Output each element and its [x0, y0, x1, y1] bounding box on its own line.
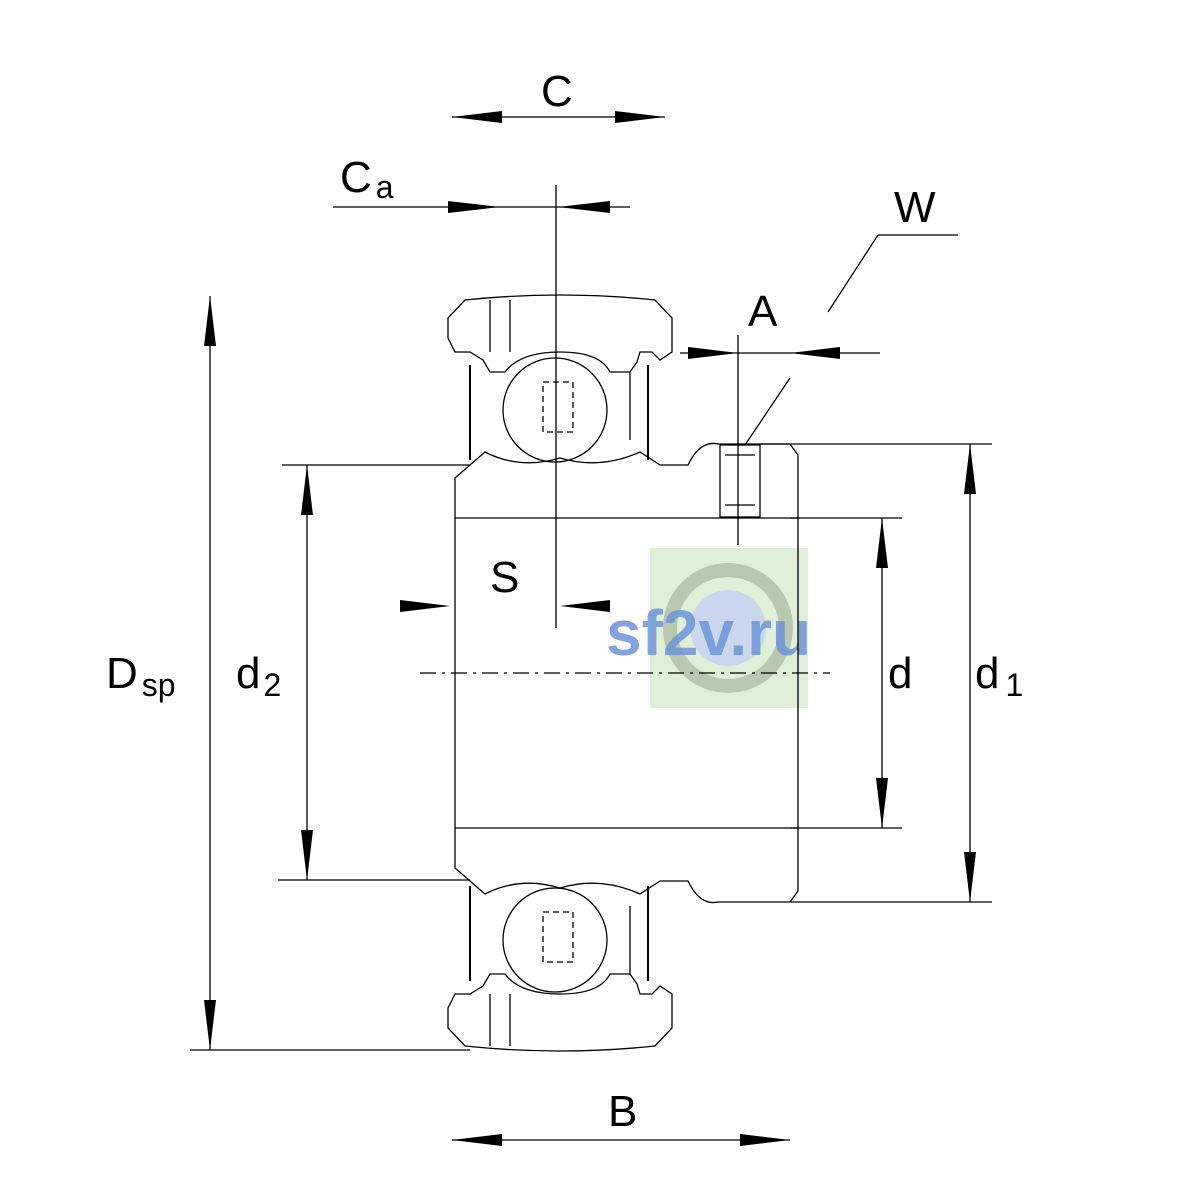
watermark: sf2v.ru — [606, 548, 811, 708]
dimension-d: d — [790, 517, 912, 829]
dimension-d-arrow-bottom — [876, 778, 888, 828]
dimension-Ca-arrow-right — [558, 201, 610, 213]
set-screw — [719, 444, 761, 518]
dimension-d1-arrow-top — [964, 444, 976, 494]
dimension-d2-arrow-bottom — [301, 830, 313, 880]
ball-cage-upper — [542, 381, 574, 433]
label-C: C — [541, 67, 573, 116]
label-Ca-sub: a — [376, 169, 394, 205]
label-S: S — [490, 553, 519, 602]
dimension-B-arrow-left — [452, 1134, 502, 1146]
watermark-bearing-icon — [663, 563, 793, 693]
label-d2: d2 — [236, 649, 281, 703]
outer-ring-lower — [447, 973, 673, 1052]
ball-lower — [502, 887, 608, 993]
dimension-S: S — [400, 553, 610, 612]
dimension-A: A — [680, 287, 880, 545]
label-d2-sub: 2 — [263, 667, 281, 703]
dimension-A-leader — [744, 377, 791, 446]
dimension-Dsp-arrow-bottom — [204, 1000, 216, 1050]
ball-upper — [502, 357, 608, 463]
label-W: W — [894, 183, 936, 232]
watermark-text: sf2v.ru — [606, 597, 811, 669]
dimension-W-leader — [827, 234, 879, 313]
label-A: A — [748, 287, 778, 336]
dimension-S-arrow-right — [560, 600, 610, 612]
dimension-W: W — [827, 183, 958, 313]
label-d1-sub: 1 — [1005, 667, 1023, 703]
dimension-B-arrow-right — [740, 1134, 790, 1146]
inner-ring-lower — [454, 827, 799, 904]
inner-ring-upper — [454, 442, 799, 519]
dimension-d1-arrow-bottom — [964, 852, 976, 902]
dimension-C: C — [452, 67, 665, 123]
dimension-d2: d2 — [236, 464, 470, 881]
dimension-Dsp-arrow-top — [204, 296, 216, 346]
outer-ring-upper — [447, 294, 673, 373]
dimension-Ca-arrow-left — [448, 201, 500, 213]
dimension-A-arrow-right — [790, 347, 840, 359]
label-Dsp-main: D — [106, 649, 138, 698]
dimension-d-arrow-top — [876, 518, 888, 568]
label-Ca-main: C — [340, 153, 372, 202]
dimension-S-arrow-left — [400, 600, 450, 612]
label-d1-main: d — [975, 649, 999, 698]
ball-cage-lower — [542, 911, 574, 963]
dimension-C-arrow-left — [452, 111, 502, 123]
dimension-d2-arrow-top — [301, 465, 313, 515]
dimension-C-arrow-right — [615, 111, 665, 123]
label-d: d — [888, 649, 912, 698]
seals — [469, 300, 649, 1046]
label-Dsp-sub: sp — [142, 667, 176, 703]
dimension-B: B — [452, 1087, 790, 1146]
dimension-A-arrow-left — [688, 347, 738, 359]
label-B: B — [608, 1087, 637, 1136]
label-d2-main: d — [236, 649, 260, 698]
watermark-inner-icon — [690, 590, 766, 666]
